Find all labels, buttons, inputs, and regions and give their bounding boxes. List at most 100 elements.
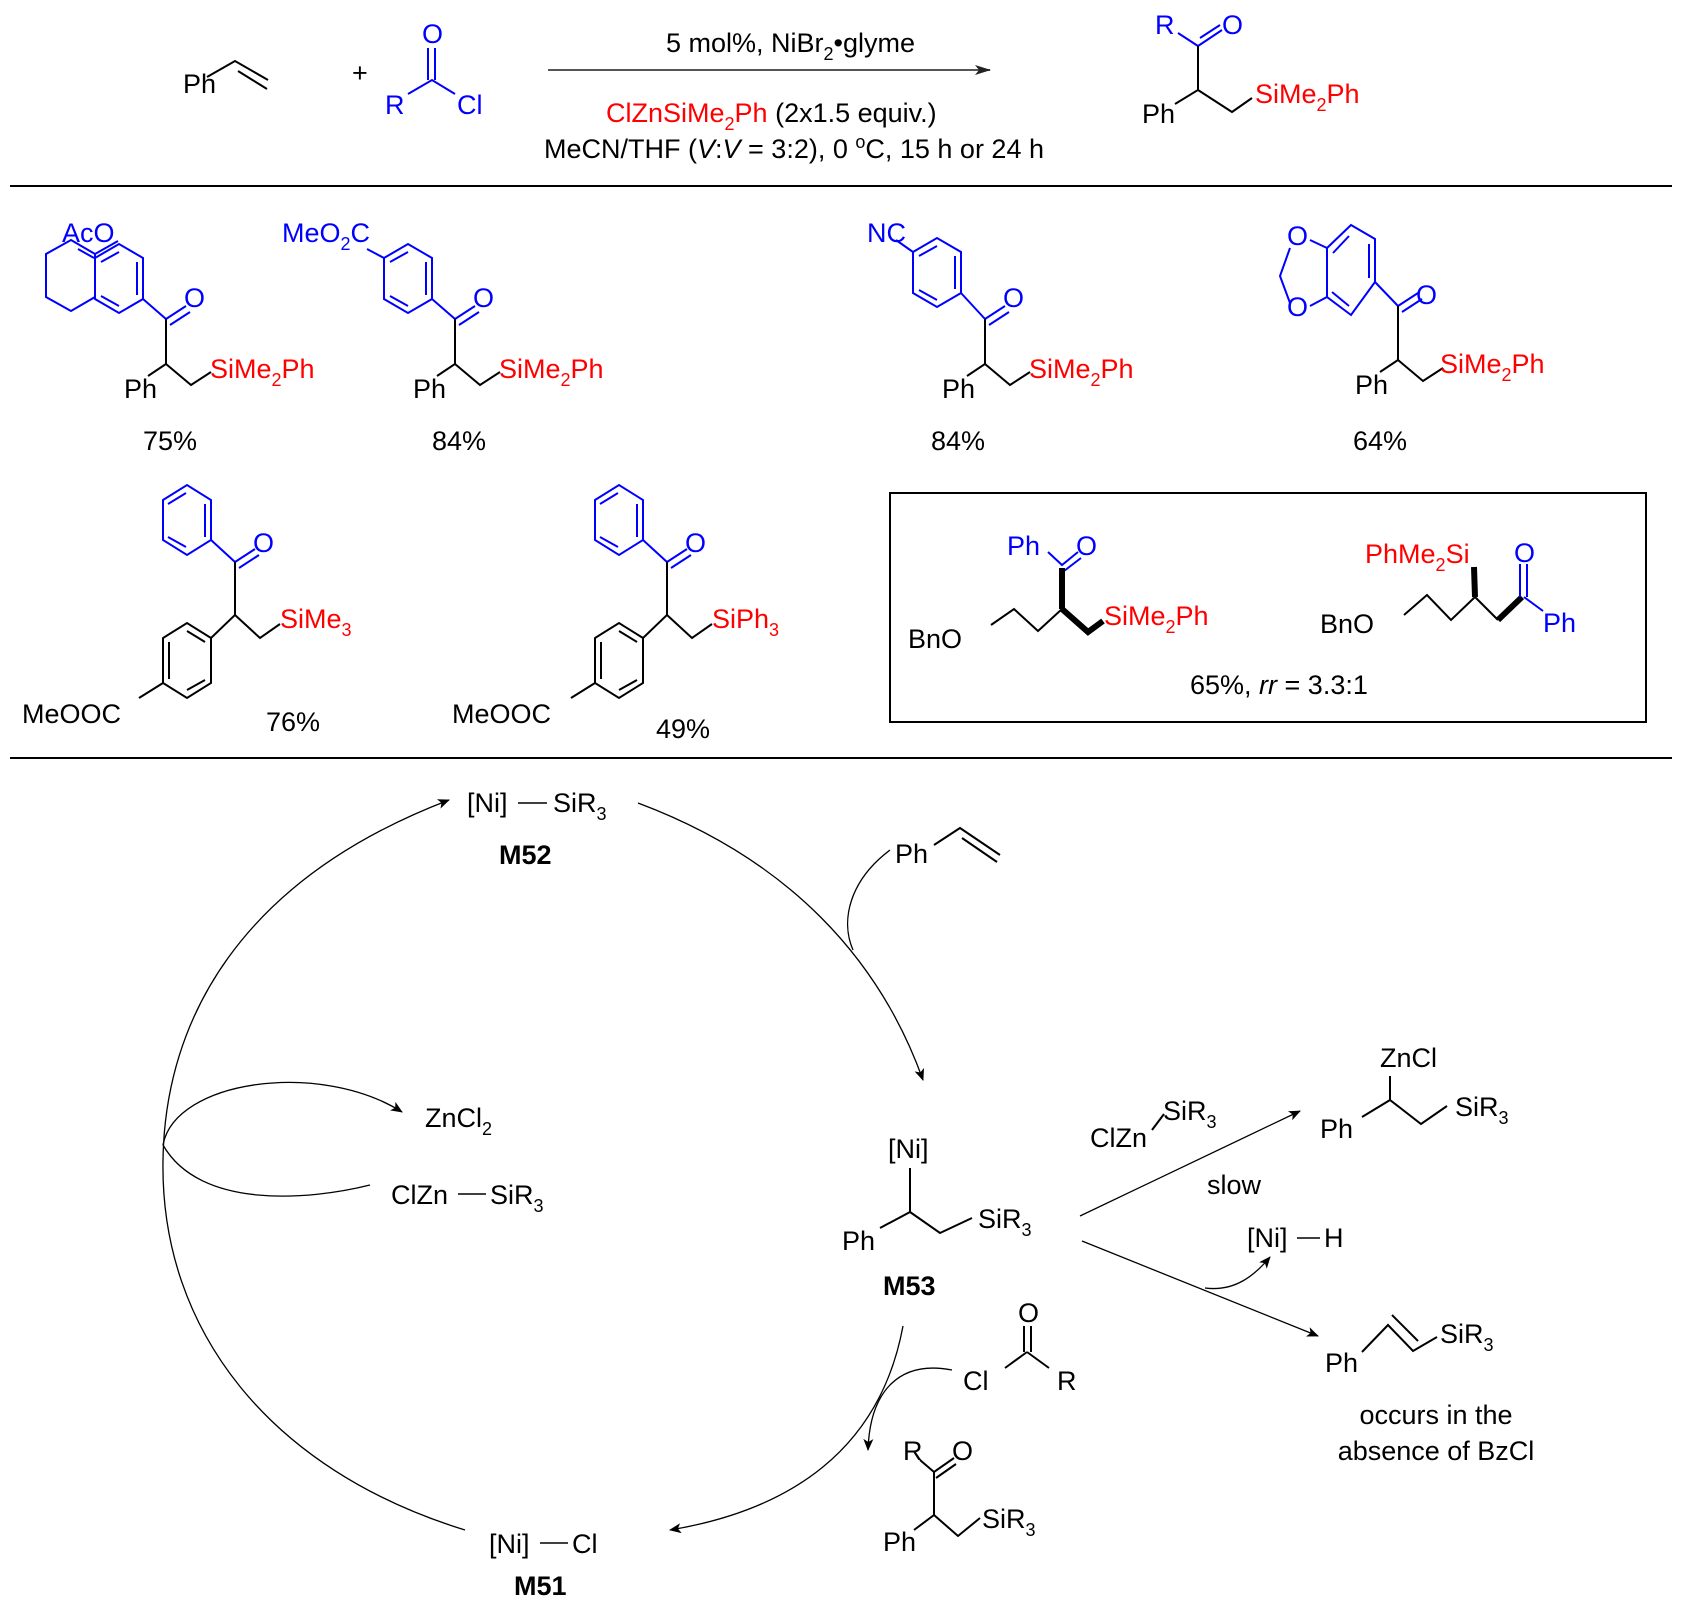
silyl-label: SiMe2Ph [210, 354, 315, 390]
carbonyl-double-bond [666, 548, 692, 569]
side-reagent-bond [1151, 1113, 1165, 1131]
yield-label: 84% [432, 426, 486, 456]
note-line-2: absence of BzCl [1338, 1436, 1535, 1466]
clzn-label: ClZn [391, 1180, 448, 1210]
styrene-ph-label: Ph [183, 69, 216, 99]
nickel-hydride: [Ni] H [1247, 1223, 1344, 1253]
box-left-bno-label: BnO [908, 624, 962, 654]
zp-zncl-label: ZnCl [1380, 1043, 1437, 1073]
aryl-inner-bonds [389, 251, 427, 307]
intermediate-m52: [Ni] SiR3 M52 [467, 788, 607, 870]
carbonyl-o-label: O [1416, 280, 1437, 310]
vinylsilane-product: Ph SiR3 occurs in the absence of BzCl [1325, 1314, 1535, 1466]
nih-h-label: H [1324, 1223, 1344, 1253]
m53-ni-label: [Ni] [888, 1134, 929, 1164]
yield-label: 76% [266, 707, 320, 737]
substituent-label: AcO [62, 218, 115, 248]
acyl-co-double-bond [427, 48, 436, 80]
box-left-o-label: O [1076, 531, 1097, 561]
ph-label: Ph [124, 374, 157, 404]
reagent-text: ClZnSiMe2Ph (2x1.5 equiv.) [606, 98, 937, 134]
side-reagent: ClZn SiR3 [1090, 1096, 1217, 1153]
arrow-m51-to-m52 [162, 799, 466, 1531]
aryl-hexagon [162, 621, 212, 700]
product-card-nitrile: NC O Ph SiMe2Ph 84% [867, 218, 1134, 456]
phenyl-inner-bonds [599, 492, 638, 548]
vs-bonds [1361, 1314, 1438, 1353]
box-left-silyl-label: SiMe2Ph [1104, 601, 1209, 637]
reaction-product: R O Ph SiMe2Ph [1142, 10, 1360, 129]
cycle-acyl-o: O [1018, 1298, 1039, 1328]
backbone [147, 319, 212, 387]
box-right-carbonyl-bonds [1519, 564, 1544, 612]
aco-bond [77, 248, 95, 259]
box-right-bold-ch2 [1495, 594, 1525, 623]
dioxole-ch2 [1278, 247, 1291, 304]
ph-label: Ph [413, 374, 446, 404]
aryl-inner-bonds [168, 630, 206, 691]
clzn-entry-curve [162, 1144, 371, 1197]
arrow-zncl2-release [162, 1081, 403, 1146]
aryl-hexagon [594, 621, 644, 700]
cp-ph-label: Ph [883, 1527, 916, 1557]
aryl-hexagon [912, 236, 962, 309]
slow-label: slow [1207, 1170, 1262, 1200]
m53-silyl-label: SiR3 [978, 1204, 1032, 1240]
carbonyl-double-bond [454, 305, 480, 326]
cp-bonds [913, 1457, 981, 1538]
nitrile-bond [895, 239, 914, 253]
phenyl-carbonyl-bond [210, 539, 236, 563]
side-clzn-label: ClZn [1090, 1123, 1147, 1153]
yield-label: 64% [1353, 426, 1407, 456]
m51-ni-label: [Ni] [489, 1529, 530, 1559]
solvent-text: MeCN/THF (V:V = 3:2), 0 oC, 15 h or 24 h [544, 132, 1044, 164]
phenyl-inner-bonds [167, 492, 206, 548]
phenyl-hexagon [162, 483, 212, 557]
silyl-label: SiPh3 [712, 604, 779, 640]
cycle-acyl-r: R [1057, 1366, 1077, 1396]
aryl-carbonyl-bond [1374, 281, 1399, 307]
silyl-label: SiMe2Ph [499, 354, 604, 390]
acyl-cl-label: Cl [457, 90, 483, 120]
carbonyl-double-bond [1397, 292, 1423, 313]
product-o-label: O [1222, 10, 1243, 40]
acyl-chloride-entry-curve [863, 1367, 953, 1451]
reactant-styrene: Ph [183, 59, 269, 99]
intermediate-m51: [Ni] Cl M51 [489, 1529, 598, 1601]
box-left-bold-ch2 [1060, 606, 1105, 636]
cp-r-label: R [903, 1436, 923, 1466]
aryl-carbonyl-bond [960, 292, 986, 320]
aryl-inner-bonds [600, 630, 638, 691]
aryl-inner-bonds [918, 245, 956, 301]
cycle-styrene-bonds [933, 826, 1001, 863]
styrene-double-bond [237, 70, 268, 90]
styrene-bonds [206, 59, 269, 81]
acyl-r-label: R [385, 90, 405, 120]
box-left-chain [990, 607, 1063, 633]
product-silyl-label: SiMe2Ph [1255, 79, 1360, 115]
box-right-ch2 [1474, 596, 1499, 621]
box-border [889, 492, 1647, 723]
cycle-styrene-ph: Ph [895, 839, 928, 869]
backbone [1379, 306, 1444, 383]
carbonyl-o-label: O [473, 283, 494, 313]
m53-bonds [879, 1168, 973, 1235]
dioxole-o-top: O [1287, 221, 1308, 251]
side-silyl-label: SiR3 [1163, 1096, 1217, 1132]
silyl-label: SiMe3 [280, 604, 352, 640]
yield-label: 49% [656, 714, 710, 744]
product-carbonyl-bonds [1177, 24, 1223, 48]
reaction-conditions: 5 mol%, NiBr2•glyme ClZnSiMe2Ph (2x1.5 e… [544, 28, 1044, 164]
backbone [210, 562, 281, 640]
aryl-carbonyl-bond [142, 298, 167, 320]
substituent-label: MeOOC [22, 699, 121, 729]
styrene-entry-curve [847, 849, 891, 951]
cp-silyl-label: SiR3 [982, 1504, 1036, 1540]
zp-silyl-label: SiR3 [1455, 1092, 1509, 1128]
arrow-m53-to-m51 [669, 1325, 904, 1534]
product-r-label: R [1155, 10, 1175, 40]
m52-silyl-label: SiR3 [553, 788, 607, 824]
aryl-hexagon [1326, 223, 1376, 317]
note-line-1: occurs in the [1359, 1400, 1512, 1430]
cycle-styrene: Ph [895, 826, 1001, 869]
